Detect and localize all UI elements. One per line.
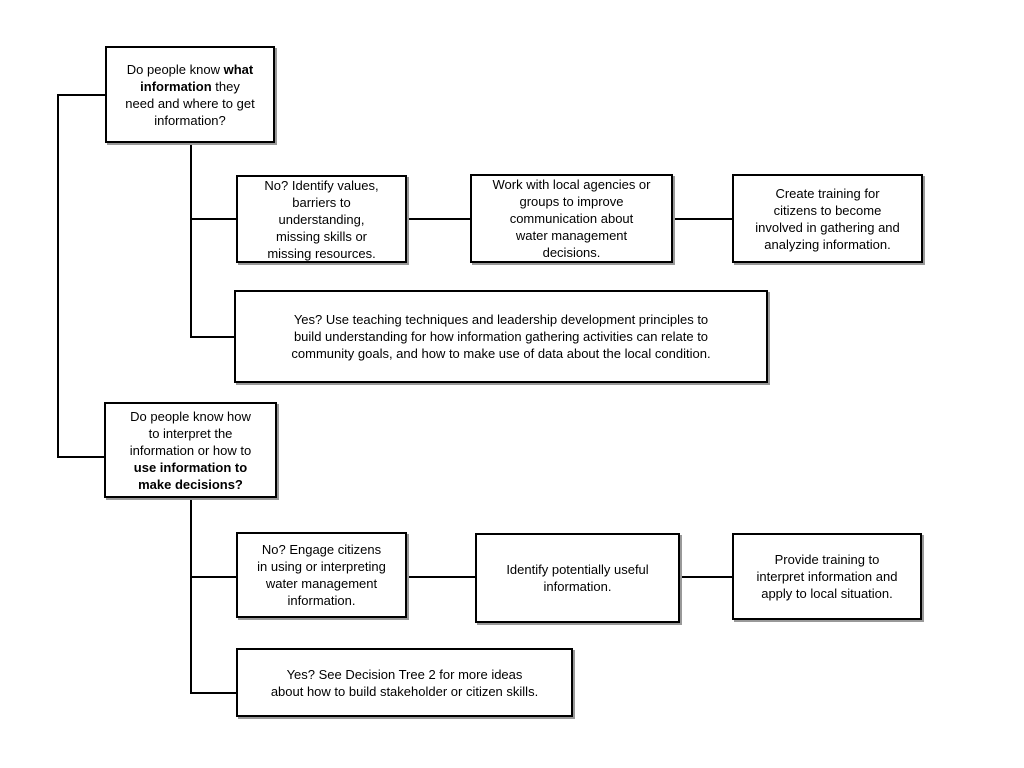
flow-node-q1-yes-action: Yes? Use teaching techniques and leaders… [234,290,768,383]
connector-q1-stem-vertical [190,143,192,338]
connector-q1-left-horizontal [57,94,105,96]
connector-q2-to-no-branch [190,576,236,578]
connector-q2-stem-vertical [190,498,192,694]
connector-q1-to-yes-branch [190,336,234,338]
connector-q1-to-no-branch [190,218,236,220]
connector-q2-to-yes-branch [190,692,236,694]
flow-node-q1-yes-action-text: Yes? Use teaching techniques and leaders… [291,312,711,361]
connector-left-vertical [57,94,59,458]
connector-r1-no-to-step2 [407,218,470,220]
connector-r1-step2-to-step3 [673,218,732,220]
connector-q2-left-horizontal [57,456,104,458]
connector-r2-step2-to-step3 [680,576,732,578]
connector-r2-no-to-step2 [407,576,475,578]
